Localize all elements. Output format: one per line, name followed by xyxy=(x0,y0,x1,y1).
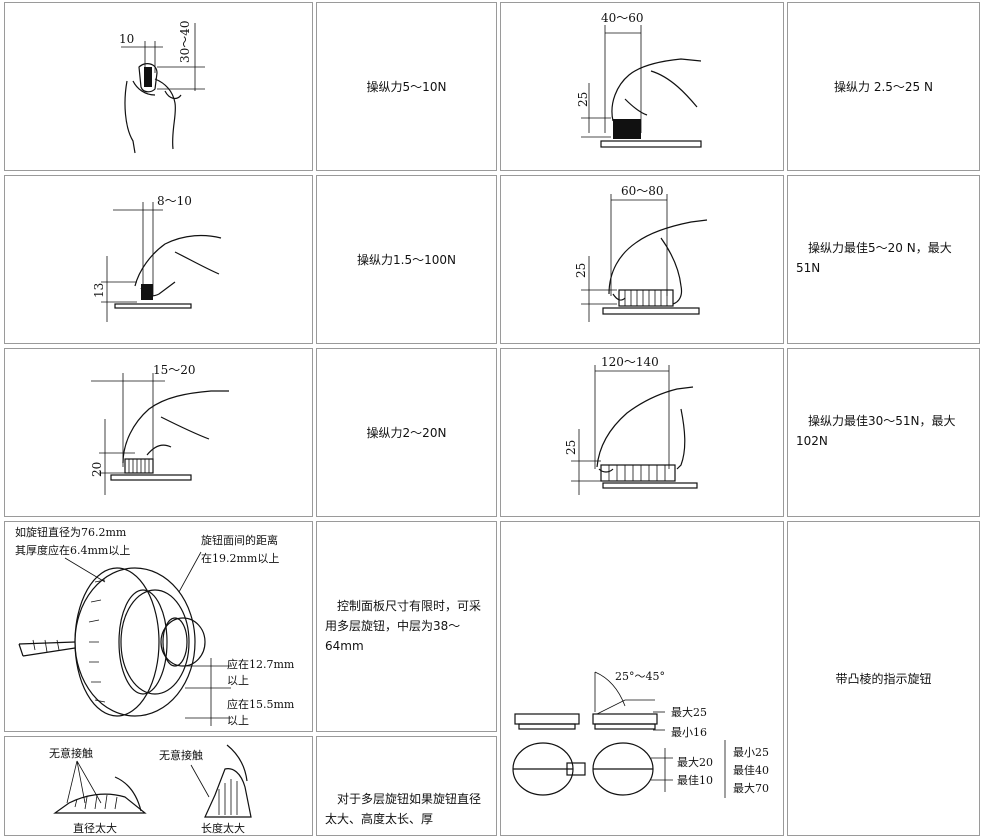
figure-cell-r2-c3: 60～80 25 xyxy=(500,175,784,344)
too-long-label: 长度太大 xyxy=(201,821,245,835)
force-description: 操纵力2～20N xyxy=(366,425,447,440)
best-width-label: 最佳10 xyxy=(677,773,713,787)
multilayer-description: 控制面板尺寸有限时，可采用多层旋钮，中层为38～64mm xyxy=(325,599,482,653)
low-spacing-label: 应在15.5mm xyxy=(227,697,295,711)
dim-height-label: 25 xyxy=(564,440,578,455)
accidental-touch-label: 无意接触 xyxy=(159,748,203,762)
desc-cell-r1-c2: 操纵力5～10N xyxy=(316,2,497,171)
dim-width-label: 40～60 xyxy=(601,11,644,25)
desc-cell-r3-c4: 操纵力最佳30～51N，最大102N xyxy=(787,348,980,517)
pointer-description: 带凸棱的指示旋钮 xyxy=(835,671,932,686)
gap-title-label: 旋钮面间的距离 xyxy=(201,533,278,547)
desc-cell-r1-c4: 操纵力 2.5～25 N xyxy=(787,2,980,171)
medium-knob-grip-figure: 60～80 25 xyxy=(574,184,708,322)
figure-cell-r3-c1: 15～20 20 xyxy=(4,348,313,517)
desc-cell-r2-c4: 操纵力最佳5～20 N，最大51N xyxy=(787,175,980,344)
figure-cell-r1-c1: 10 30～40 xyxy=(4,2,313,171)
low-spacing-suffix: 以上 xyxy=(227,714,249,727)
mid-spacing-suffix: 以上 xyxy=(227,674,249,687)
fingertip-knob-figure: 40～60 25 xyxy=(576,11,702,148)
mid-knob-grip-figure: 15～20 20 xyxy=(90,363,229,495)
desc-cell-multilayer: 控制面板尺寸有限时，可采用多层旋钮，中层为38～64mm xyxy=(316,521,497,732)
figure-cell-r2-c1: 8～10 13 xyxy=(4,175,313,344)
gap-value-label: 在19.2mm以上 xyxy=(201,552,279,565)
max-diameter-label: 最大70 xyxy=(733,781,769,795)
desc-cell-r3-c2: 操纵力2～20N xyxy=(316,348,497,517)
max-height-label: 最大25 xyxy=(671,705,707,719)
pinch-grip-figure: 10 30～40 xyxy=(119,20,205,154)
dim-height-label: 30～40 xyxy=(178,20,192,63)
figure-cell-r3-c3: 120～140 25 xyxy=(500,348,784,517)
dim-height-label: 25 xyxy=(576,92,590,107)
desc-cell-pointer: 带凸棱的指示旋钮 xyxy=(787,521,980,836)
force-description: 操纵力最佳5～20 N，最大51N xyxy=(796,241,952,275)
force-description: 操纵力 2.5～25 N xyxy=(834,79,933,94)
multilayer-knob-figure: 如旋钮直径为76.2mm 其厚度应在6.4mm以上 旋钮面间的距离 在19.2m… xyxy=(15,525,295,727)
large-knob-grip-figure: 120～140 25 xyxy=(564,355,698,495)
desc-cell-touch: 对于多层旋钮如果旋钮直径太大、高度太长、厚 xyxy=(316,736,497,836)
dim-width-label: 10 xyxy=(119,32,134,46)
small-knob-grip-figure: 8～10 13 xyxy=(92,194,222,322)
pointer-knob-figure: 25°～45° 最大25 最小16 最大20 最佳10 最小25 最佳40 最大… xyxy=(512,670,769,798)
figure-cell-touch: 无意接触 无意接触 直径太大 长度太大 xyxy=(4,736,313,836)
force-description: 操纵力5～10N xyxy=(366,79,447,94)
dim-width-label: 15～20 xyxy=(153,363,196,377)
angle-label: 25°～45° xyxy=(615,670,665,683)
figure-cell-pointer: 25°～45° 最大25 最小16 最大20 最佳10 最小25 最佳40 最大… xyxy=(500,521,784,836)
dim-width-label: 120～140 xyxy=(601,355,659,369)
force-description: 操纵力最佳30～51N，最大102N xyxy=(796,414,956,448)
accidental-touch-figure: 无意接触 无意接触 直径太大 长度太大 xyxy=(49,744,252,835)
best-diameter-label: 最佳40 xyxy=(733,763,769,777)
dim-width-label: 8～10 xyxy=(157,194,192,208)
mid-spacing-label: 应在12.7mm xyxy=(227,657,295,671)
figure-cell-r1-c3: 40～60 25 xyxy=(500,2,784,171)
thickness-label: 其厚度应在6.4mm以上 xyxy=(15,543,130,557)
dim-height-label: 20 xyxy=(90,462,104,477)
min-diameter-label: 最小25 xyxy=(733,746,769,759)
min-height-label: 最小16 xyxy=(671,726,707,739)
too-wide-label: 直径太大 xyxy=(73,821,117,835)
desc-cell-r2-c2: 操纵力1.5～100N xyxy=(316,175,497,344)
dim-height-label: 13 xyxy=(92,283,106,298)
max-width-label: 最大20 xyxy=(677,755,713,769)
dim-width-label: 60～80 xyxy=(621,184,664,198)
force-description: 操纵力1.5～100N xyxy=(357,252,456,267)
dim-height-label: 25 xyxy=(574,263,588,278)
accidental-touch-label: 无意接触 xyxy=(49,746,93,760)
touch-description: 对于多层旋钮如果旋钮直径太大、高度太长、厚 xyxy=(325,792,482,826)
diameter-label: 如旋钮直径为76.2mm xyxy=(15,525,127,539)
figure-cell-multilayer: 如旋钮直径为76.2mm 其厚度应在6.4mm以上 旋钮面间的距离 在19.2m… xyxy=(4,521,313,732)
